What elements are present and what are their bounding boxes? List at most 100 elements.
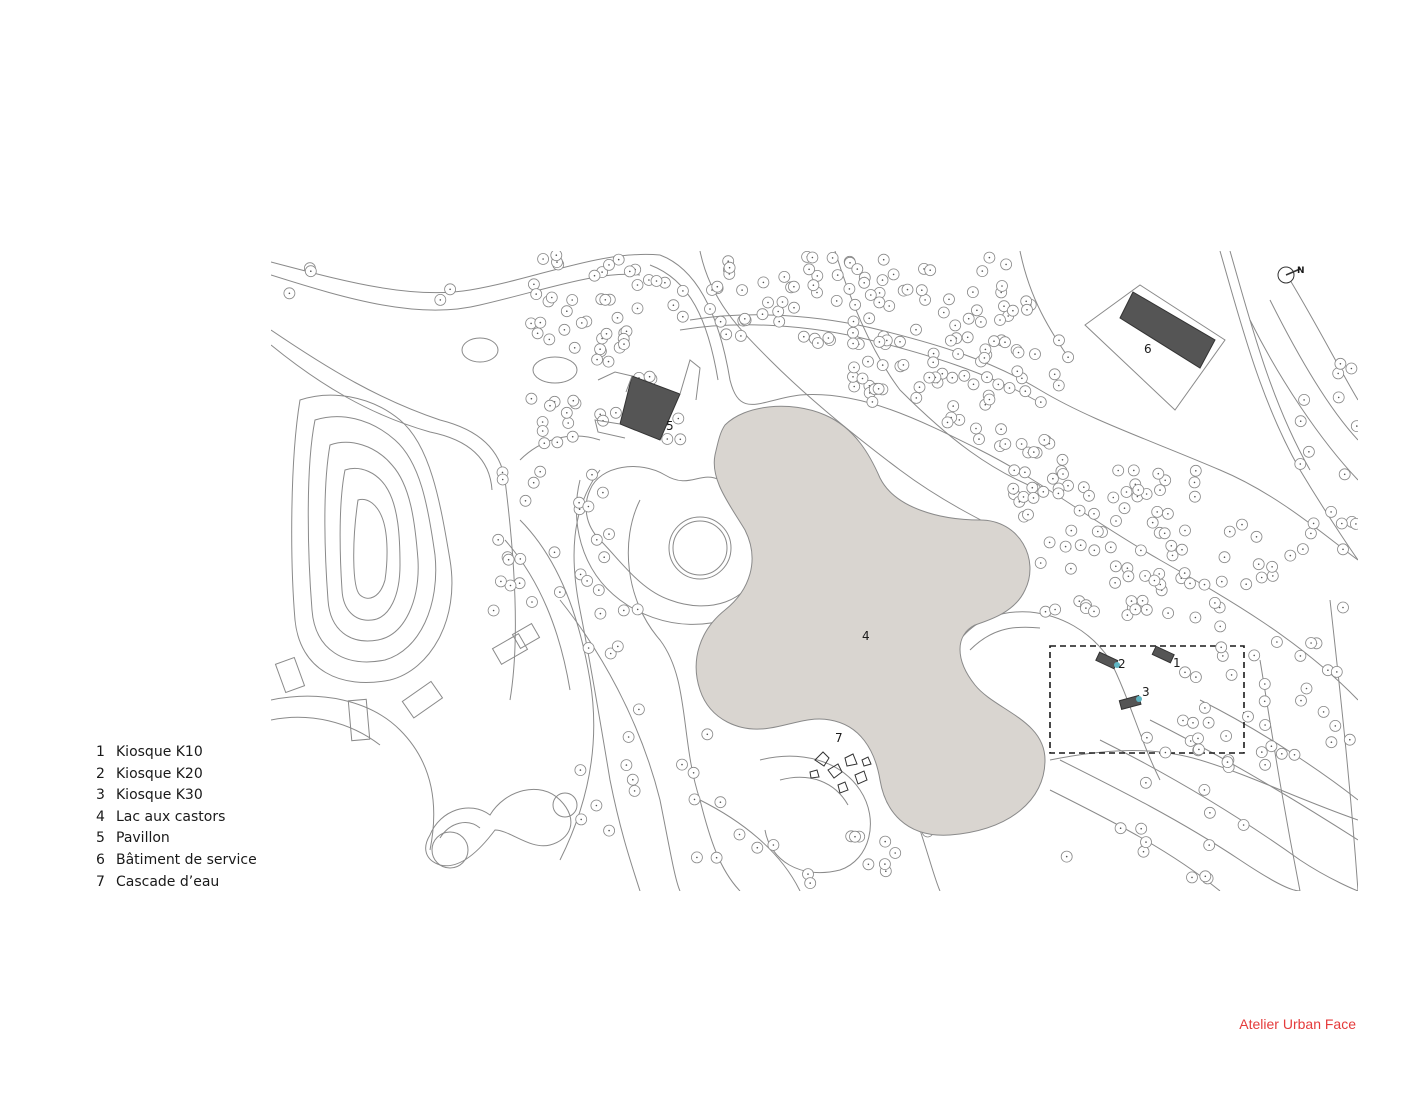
tree-trunk-dot: [1218, 606, 1221, 609]
tree-trunk-dot: [1330, 741, 1333, 743]
tree-trunk-dot: [881, 364, 884, 366]
tree-trunk-dot: [852, 320, 855, 323]
tree-trunk-dot: [1293, 754, 1296, 756]
tree-trunk-dot: [548, 338, 551, 341]
tree-trunk-dot: [692, 772, 695, 774]
tree-trunk-dot: [578, 508, 581, 511]
tree-trunk-dot: [946, 421, 949, 424]
tree-trunk-dot: [1024, 390, 1027, 393]
tree-trunk-dot: [1189, 740, 1192, 742]
tree-trunk-dot: [878, 301, 881, 304]
tree-trunk-dot: [1189, 582, 1191, 585]
tree-trunk-dot: [1137, 489, 1140, 491]
tree-trunk-dot: [928, 376, 931, 379]
tree-trunk-dot: [1033, 451, 1035, 453]
tree-trunk-dot: [811, 256, 814, 259]
tree-trunk-dot: [1004, 341, 1006, 344]
tree-trunk-dot: [1184, 671, 1186, 674]
map-label-kiosk-k20: 2: [1118, 657, 1126, 671]
tree-trunk-dot: [1181, 548, 1183, 551]
tree-trunk-dot: [607, 360, 610, 363]
tree-trunk-dot: [1058, 339, 1060, 342]
tree-trunk-dot: [932, 352, 935, 355]
tree-trunk-dot: [709, 308, 711, 310]
tree-trunk-dot: [886, 339, 888, 342]
legend-number: 1: [96, 744, 105, 760]
tree-trunk-dot: [882, 258, 885, 261]
tree-trunk-dot: [1164, 479, 1166, 482]
tree-trunk-dot: [1230, 674, 1233, 676]
tree-trunk-dot: [1020, 443, 1023, 445]
tree-trunk-dot: [1167, 513, 1169, 515]
tree-trunk-dot: [1115, 520, 1117, 522]
tree-trunk-dot: [1167, 612, 1169, 614]
tree-trunk-dot: [1223, 556, 1226, 558]
tree-trunk-dot: [556, 261, 558, 263]
tree-trunk-dot: [599, 348, 601, 351]
tree-trunk-dot: [572, 399, 575, 402]
roads: [271, 251, 1358, 891]
tree-trunk-dot: [719, 801, 722, 803]
tree-trunk-dot: [963, 375, 966, 377]
tree-trunk-dot: [741, 289, 743, 291]
tree-trunk-dot: [1151, 521, 1154, 524]
tree-trunk-dot: [1022, 496, 1025, 498]
tree-trunk-dot: [888, 305, 890, 307]
map-label-waterfall: 7: [835, 731, 843, 745]
tree-trunk-dot: [1000, 291, 1002, 294]
tree-trunk-dot: [1093, 610, 1095, 613]
tree-trunk-dot: [1115, 565, 1117, 568]
tree-trunk-dot: [848, 288, 851, 290]
tree-trunk-dot: [1114, 582, 1116, 584]
tree-trunk-dot: [648, 279, 650, 281]
tree-trunk-dot: [1083, 486, 1085, 489]
tree-trunk-dot: [853, 366, 855, 369]
tree-trunk-dot: [1263, 700, 1266, 703]
tree-trunk-dot: [509, 584, 512, 587]
tree-trunk-dot: [1334, 725, 1337, 727]
tree-trunk-dot: [706, 733, 709, 736]
tree-trunk-dot: [1126, 614, 1129, 616]
tree-trunk-dot: [918, 386, 921, 389]
tree-trunk-dot: [1164, 751, 1167, 754]
tree-trunk-dot: [884, 863, 886, 865]
legend-label: Kiosque K20: [116, 765, 203, 782]
tree-trunk-dot: [1194, 616, 1197, 619]
tree-trunk-dot: [767, 301, 769, 304]
tree-trunk-dot: [518, 582, 521, 584]
tree-trunk-dot: [566, 412, 568, 414]
tree-trunk-dot: [1343, 473, 1346, 476]
tree-trunk-dot: [1039, 562, 1042, 564]
tree-trunk-dot: [1141, 600, 1144, 602]
tree-trunk-dot: [943, 311, 945, 314]
legend-number: 2: [96, 765, 105, 782]
tree-symbol: [1350, 420, 1358, 432]
tree-trunk-dot: [530, 322, 532, 325]
tree-trunk-dot: [972, 383, 975, 386]
tree-trunk-dot: [1040, 401, 1042, 403]
tree-trunk-dot: [725, 333, 727, 336]
tree-trunk-dot: [609, 652, 612, 655]
tree-trunk-dot: [1145, 782, 1147, 784]
tree-trunk-dot: [1133, 469, 1135, 472]
credit-text: Atelier Urban Face: [1239, 1016, 1356, 1032]
tree-trunk-dot: [952, 405, 954, 407]
tree-trunk-dot: [551, 296, 553, 299]
tree-trunk-dot: [533, 283, 535, 286]
tree-trunk-dot: [1156, 511, 1158, 513]
tree-trunk-dot: [993, 340, 995, 343]
tree-trunk-dot: [1159, 583, 1162, 586]
tree-trunk-dot: [1126, 567, 1129, 569]
tree-trunk-dot: [1119, 827, 1122, 829]
tree-trunk-dot: [1204, 875, 1207, 878]
tree-trunk-dot: [549, 404, 551, 407]
tree-trunk-dot: [1008, 387, 1011, 389]
tree-trunk-dot: [1144, 575, 1146, 577]
tree-trunk-dot: [870, 294, 872, 296]
legend-number: 6: [96, 851, 105, 868]
tree-trunk-dot: [1159, 489, 1161, 491]
tree-trunk-dot: [598, 589, 600, 591]
tree-trunk-dot: [972, 291, 974, 293]
